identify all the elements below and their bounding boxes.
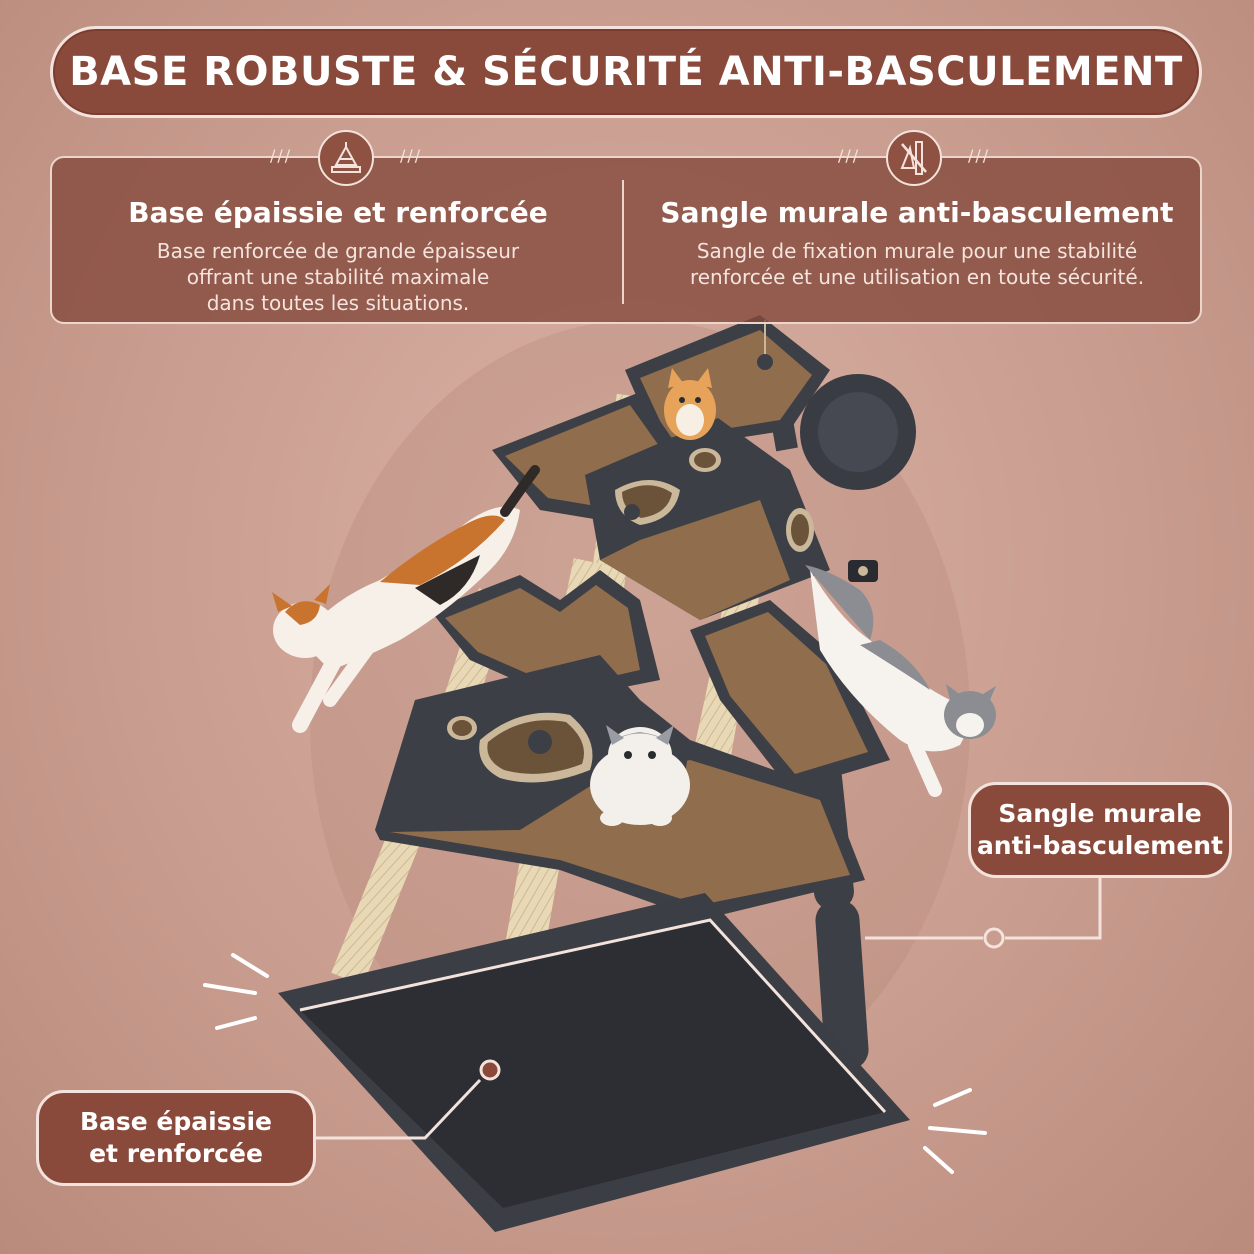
cat-right-grey xyxy=(805,565,996,797)
callout-wall-strap-line: anti-basculement xyxy=(976,831,1224,860)
cat-jumping-calico xyxy=(272,465,540,733)
feature-wall-strap-title: Sangle murale anti-basculement xyxy=(660,196,1174,229)
hatch-decor: /// xyxy=(270,146,293,165)
wall-strap-pointer-dot xyxy=(983,927,1005,949)
feature-wall-strap-line: Sangle de fixation murale pour une stabi… xyxy=(696,239,1138,263)
cat-tree-base-icon xyxy=(318,130,374,186)
features-panel: /// /// Base épaissie et renforcée Base … xyxy=(50,130,1204,326)
motion-lines xyxy=(203,953,987,1174)
feature-base-title: Base épaissie et renforcée xyxy=(128,196,548,229)
hatch-decor: /// xyxy=(400,146,423,165)
hatch-decor: /// xyxy=(838,146,861,165)
feature-wall-strap: /// /// Sangle murale anti-basculement S… xyxy=(630,130,1204,326)
feature-base: /// /// Base épaissie et renforcée Base … xyxy=(52,130,624,326)
feature-base-line: offrant une stabilité maximale xyxy=(186,265,490,289)
middle-condo xyxy=(585,418,830,620)
panel-divider xyxy=(622,180,624,304)
callout-leader-lines xyxy=(316,878,1102,1140)
page-title: BASE ROBUSTE & SÉCURITÉ ANTI-BASCULEMENT xyxy=(69,49,1183,95)
wall-strap-no-tip-icon xyxy=(886,130,942,186)
feature-base-line: dans toutes les situations. xyxy=(206,291,470,315)
wall-strap xyxy=(848,560,878,582)
cat-lower-hammock xyxy=(590,725,690,826)
hatch-decor: /// xyxy=(968,146,991,165)
feature-wall-strap-description: Sangle de fixation murale pour une stabi… xyxy=(650,238,1184,290)
feature-wall-strap-line: renforcée et une utilisation en toute sé… xyxy=(689,265,1145,289)
reinforced-base xyxy=(278,893,910,1232)
cat-top xyxy=(664,368,716,440)
feature-base-line: Base renforcée de grande épaisseur xyxy=(156,239,520,263)
callout-wall-strap-line: Sangle murale xyxy=(998,799,1202,828)
base-pointer-dot xyxy=(479,1059,501,1081)
right-platform xyxy=(690,600,890,790)
callout-wall-strap: Sangle murale anti-basculement xyxy=(968,782,1232,878)
callout-base-line: Base épaissie xyxy=(79,1107,273,1136)
callout-base: Base épaissie et renforcée xyxy=(36,1090,316,1186)
header-banner: BASE ROBUSTE & SÉCURITÉ ANTI-BASCULEMENT xyxy=(50,26,1202,118)
feature-base-description: Base renforcée de grande épaisseur offra… xyxy=(92,238,584,316)
callout-base-line: et renforcée xyxy=(89,1139,263,1168)
